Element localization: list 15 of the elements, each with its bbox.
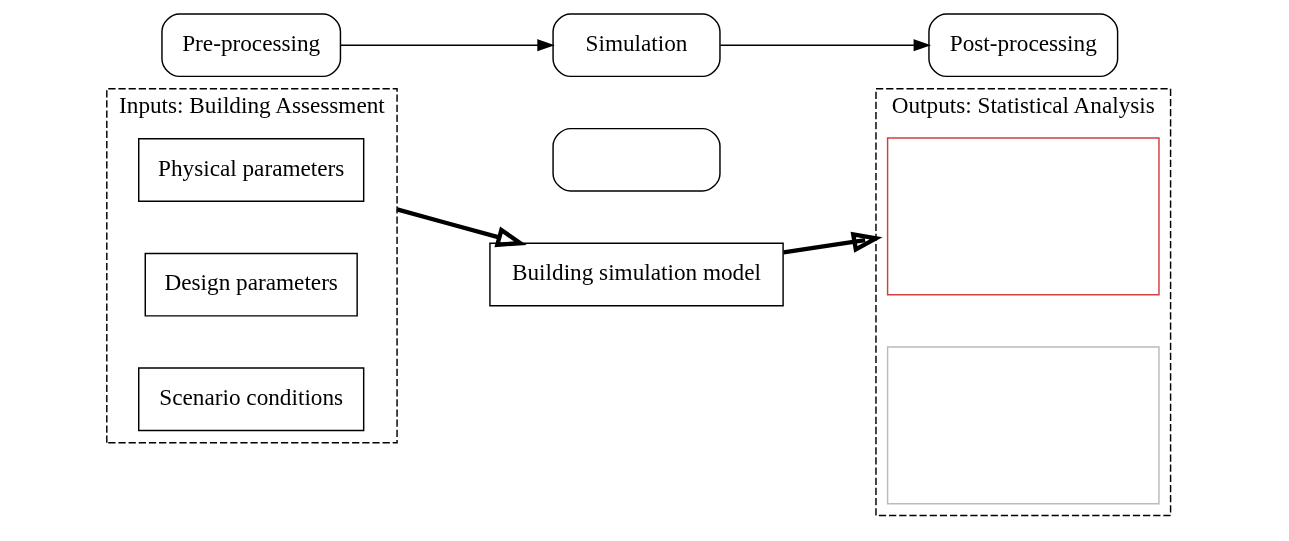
arrow	[340, 39, 555, 52]
arrow	[783, 231, 883, 255]
cluster: Outputs: Statistical Analysis	[875, 88, 1172, 517]
node-box: Design parameters	[144, 252, 358, 317]
node-box	[552, 127, 721, 192]
arrow	[396, 207, 527, 248]
node-box: Simulation	[552, 13, 721, 78]
node-box	[886, 137, 1160, 296]
arrow	[719, 39, 932, 52]
node-box: Building simulation model	[489, 242, 784, 307]
node-box: Scenario conditions	[138, 367, 365, 432]
node-box	[886, 346, 1160, 505]
node-box: Pre-processing	[161, 13, 342, 78]
node-box: Post-processing	[928, 13, 1119, 78]
node-box: Physical parameters	[138, 138, 365, 202]
